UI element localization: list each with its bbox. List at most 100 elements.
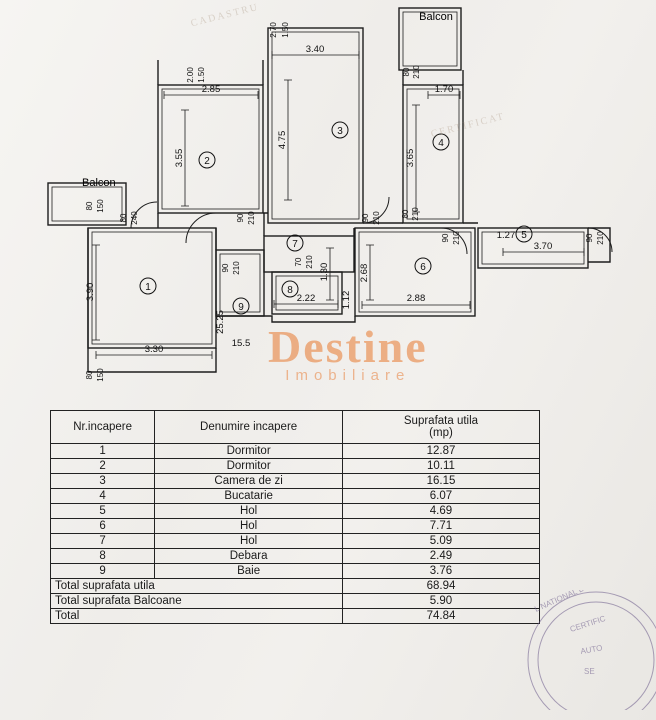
svg-text:1.30: 1.30 <box>319 263 330 282</box>
svg-text:9: 9 <box>238 302 244 313</box>
total-label: Total suprafata Balcoane <box>50 593 343 609</box>
header-suprafata: Suprafata utila (mp) <box>341 410 541 444</box>
svg-text:90: 90 <box>236 213 245 222</box>
cell-suprafata: 6.07 <box>341 488 541 504</box>
svg-text:1: 1 <box>145 282 151 293</box>
cell-nr: 1 <box>49 443 156 459</box>
table-row: 4 Bucatarie 6.07 <box>49 488 541 504</box>
svg-text:90: 90 <box>221 263 230 272</box>
svg-text:80: 80 <box>85 370 94 379</box>
svg-text:210: 210 <box>232 261 241 275</box>
svg-text:3.40: 3.40 <box>306 44 325 55</box>
table-row: 5 Hol 4.69 <box>49 503 541 519</box>
cell-nr: 4 <box>49 488 156 504</box>
header-nr: Nr.incapere <box>49 410 156 444</box>
svg-text:210: 210 <box>596 231 605 245</box>
cell-suprafata: 2.49 <box>341 548 541 564</box>
svg-text:2.85: 2.85 <box>202 84 221 95</box>
total-value: 68.94 <box>341 578 541 594</box>
cell-suprafata: 3.76 <box>341 563 541 579</box>
svg-text:3: 3 <box>337 126 343 137</box>
cell-denumire: Hol <box>154 518 343 534</box>
floor-plan: 1 2 3 4 5 6 7 8 9 Balcon Balcon <box>47 7 613 382</box>
svg-text:1.12: 1.12 <box>341 291 352 310</box>
table-row: 7 Hol 5.09 <box>49 533 541 549</box>
area-table-container: Nr.incapere Denumire incapere Suprafata … <box>49 410 541 624</box>
total-label: Total suprafata utila <box>50 578 343 594</box>
total-value: 5.90 <box>341 593 541 609</box>
svg-text:L NATIONAL DE CADASTRU: L NATIONAL DE CADASTRU <box>533 590 633 614</box>
area-table: Nr.incapere Denumire incapere Suprafata … <box>49 410 541 624</box>
svg-text:2.88: 2.88 <box>407 293 426 304</box>
cell-suprafata: 12.87 <box>341 443 541 459</box>
cell-nr: 3 <box>49 473 156 489</box>
cell-denumire: Hol <box>154 503 343 519</box>
table-row: 8 Debara 2.49 <box>49 548 541 564</box>
svg-text:3.55: 3.55 <box>174 149 185 168</box>
svg-text:90: 90 <box>585 233 594 242</box>
svg-text:15.5: 15.5 <box>232 338 251 349</box>
total-value: 74.84 <box>341 608 541 624</box>
svg-text:210: 210 <box>411 207 420 221</box>
cell-nr: 9 <box>49 563 156 579</box>
cell-denumire: Baie <box>154 563 343 579</box>
svg-text:8: 8 <box>287 285 293 296</box>
cell-denumire: Dormitor <box>154 443 343 459</box>
cell-suprafata: 7.71 <box>341 518 541 534</box>
svg-text:80: 80 <box>85 201 94 210</box>
header-denumire: Denumire incapere <box>154 410 343 444</box>
table-total-row: Total suprafata Balcoane 5.90 <box>50 593 541 609</box>
table-row: 6 Hol 7.71 <box>49 518 541 534</box>
table-row: 1 Dormitor 12.87 <box>49 443 541 459</box>
svg-text:3.65: 3.65 <box>405 149 416 168</box>
svg-text:2.22: 2.22 <box>297 293 316 304</box>
header-suprafata-line2: (mp) <box>429 427 453 439</box>
svg-text:1.70: 1.70 <box>435 84 454 95</box>
svg-text:AUTO: AUTO <box>580 643 603 656</box>
cell-nr: 2 <box>49 458 156 474</box>
table-total-row: Total 74.84 <box>50 608 541 624</box>
total-label: Total <box>50 608 343 624</box>
svg-text:4.75: 4.75 <box>277 131 288 150</box>
svg-text:2: 2 <box>204 156 210 167</box>
svg-text:2.70: 2.70 <box>269 22 278 38</box>
svg-text:4: 4 <box>438 138 444 149</box>
header-suprafata-line1: Suprafata utila <box>403 415 479 427</box>
cell-suprafata: 10.11 <box>341 458 541 474</box>
svg-text:210: 210 <box>247 211 256 225</box>
cell-nr: 8 <box>49 548 156 564</box>
svg-text:25.25: 25.25 <box>215 310 226 334</box>
svg-text:210: 210 <box>412 65 421 79</box>
cell-nr: 7 <box>49 533 156 549</box>
svg-text:70: 70 <box>294 257 303 266</box>
svg-text:3.90: 3.90 <box>85 283 96 302</box>
table-header-row: Nr.incapere Denumire incapere Suprafata … <box>49 410 541 444</box>
svg-text:240: 240 <box>130 211 139 225</box>
table-row: 3 Camera de zi 16.15 <box>49 473 541 489</box>
cell-denumire: Dormitor <box>154 458 343 474</box>
cell-suprafata: 5.09 <box>341 533 541 549</box>
balcony-label-top: Balcon <box>419 11 453 23</box>
cell-denumire: Hol <box>154 533 343 549</box>
svg-text:150: 150 <box>96 368 105 382</box>
cell-denumire: Camera de zi <box>154 473 343 489</box>
svg-text:210: 210 <box>452 231 461 245</box>
svg-text:80: 80 <box>402 67 411 76</box>
svg-text:80: 80 <box>401 209 410 218</box>
cell-suprafata: 16.15 <box>341 473 541 489</box>
svg-text:80: 80 <box>119 213 128 222</box>
svg-text:1.50: 1.50 <box>281 22 290 38</box>
svg-text:3.70: 3.70 <box>534 241 553 252</box>
svg-text:7: 7 <box>292 239 298 250</box>
svg-text:210: 210 <box>372 211 381 225</box>
cell-nr: 5 <box>49 503 156 519</box>
svg-text:1.27: 1.27 <box>497 230 516 241</box>
table-row: 9 Baie 3.76 <box>49 563 541 579</box>
cell-suprafata: 4.69 <box>341 503 541 519</box>
svg-text:6: 6 <box>420 262 426 273</box>
svg-text:SE: SE <box>584 667 595 676</box>
svg-text:1.50: 1.50 <box>197 67 206 83</box>
cell-nr: 6 <box>49 518 156 534</box>
svg-text:2.68: 2.68 <box>359 264 370 283</box>
table-total-row: Total suprafata utila 68.94 <box>50 578 541 594</box>
